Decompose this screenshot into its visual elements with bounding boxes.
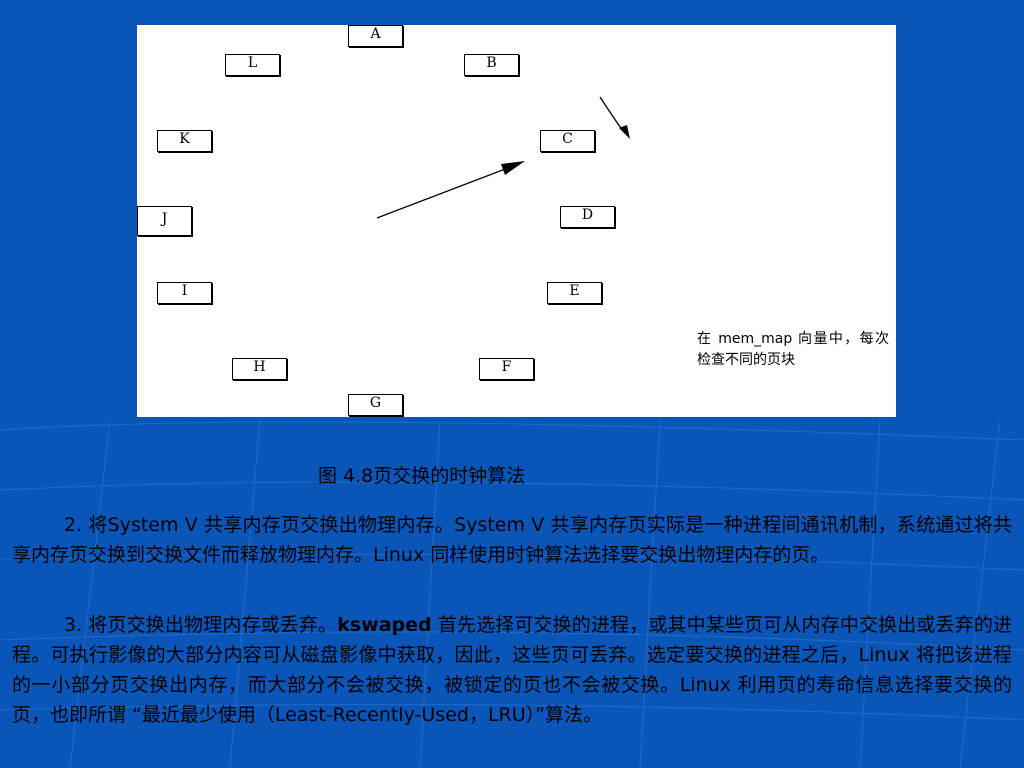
page-node-b: B xyxy=(464,54,519,76)
figure-caption: 图 4.8页交换的时钟算法 xyxy=(318,465,526,487)
page-node-l: L xyxy=(225,54,280,76)
paragraph-3-body: 首先选择可交换的进程，或其中某些页可从内存中交换出或丢弃的进程。可执行影像的大部… xyxy=(12,614,1012,726)
paragraph-2: 2. 将System V 共享内存页交换出物理内存。System V 共享内存页… xyxy=(12,510,1012,570)
clock-hand-arrowhead xyxy=(501,161,525,175)
rotation-arrowhead xyxy=(619,125,630,139)
paragraph-2-text: 2. 将System V 共享内存页交换出物理内存。System V 共享内存页… xyxy=(12,514,1012,566)
paragraph-3: 3. 将页交换出物理内存或丢弃。kswaped 首先选择可交换的进程，或其中某些… xyxy=(12,610,1012,730)
page-node-j: J xyxy=(137,206,192,236)
page-node-k: K xyxy=(157,130,212,152)
page-node-e: E xyxy=(547,282,602,304)
page-node-a: A xyxy=(348,25,403,47)
diagram-arrows xyxy=(376,96,630,219)
page-node-c: C xyxy=(540,130,595,152)
page-node-h: H xyxy=(232,358,287,380)
clock-hand-arrow xyxy=(376,165,514,219)
clock-algorithm-diagram: A B C D E F G H I J K L 在 mem_map 向量中，每次… xyxy=(137,25,896,417)
kswaped-term: kswaped xyxy=(337,614,432,636)
page-node-i: I xyxy=(157,282,212,304)
page-node-d: D xyxy=(560,206,615,228)
page-node-g: G xyxy=(348,394,403,416)
paragraph-3-lead: 3. 将页交换出物理内存或丢弃。 xyxy=(64,614,338,636)
rotation-arrow xyxy=(599,96,624,132)
page-node-f: F xyxy=(479,358,534,380)
diagram-note: 在 mem_map 向量中，每次检查不同的页块 xyxy=(697,331,889,368)
